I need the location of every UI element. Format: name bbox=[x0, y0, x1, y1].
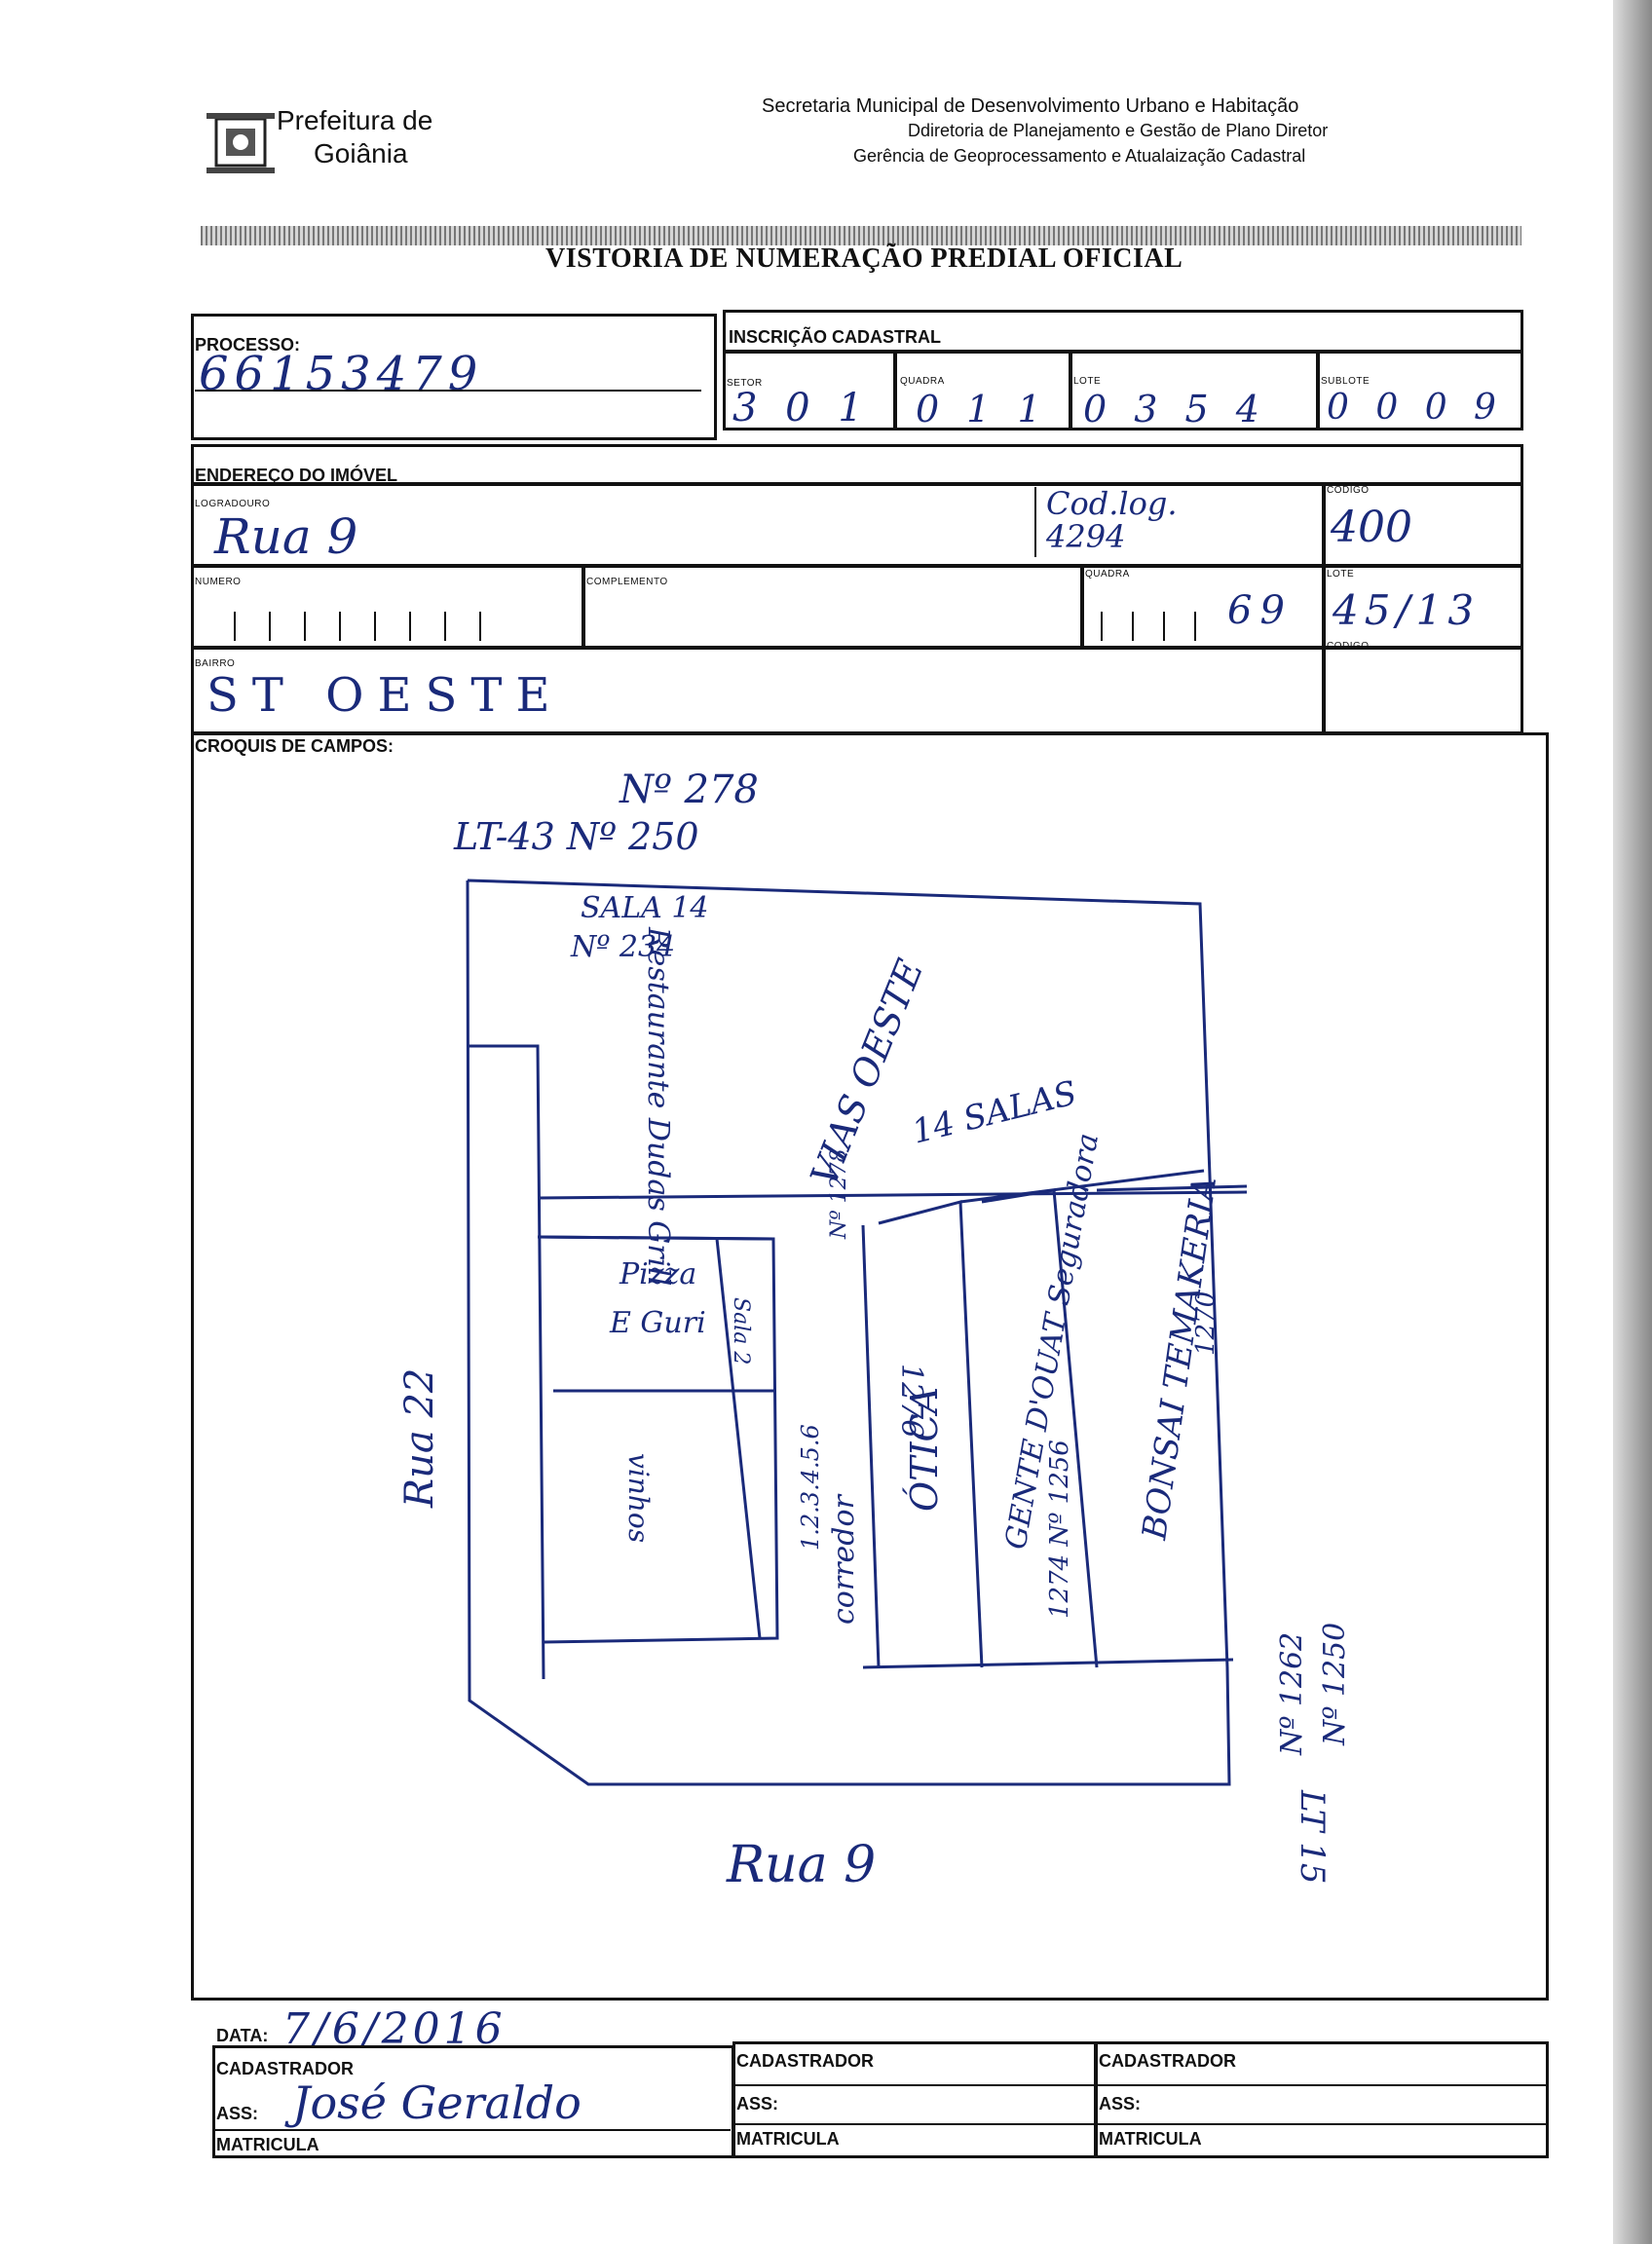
codigo2-box bbox=[1323, 647, 1523, 734]
quadra-label: QUADRA bbox=[900, 376, 945, 387]
bairro-value: ST OESTE bbox=[206, 668, 564, 723]
setor-label: SETOR bbox=[727, 378, 763, 389]
sublote-label: SUBLOTE bbox=[1321, 376, 1370, 387]
city-seal-logo bbox=[203, 107, 279, 179]
ass1-label: ASS: bbox=[216, 2104, 259, 2123]
numero-digit-ticks bbox=[234, 612, 507, 641]
complemento-label: COMPLEMENTO bbox=[586, 577, 668, 587]
cod-log-value: Cod.log. 4294 bbox=[1046, 485, 1178, 555]
processo-label: PROCESSO: bbox=[195, 335, 301, 355]
note-pizza: Pizza bbox=[619, 1257, 696, 1291]
quadra2-value: 69 bbox=[1227, 588, 1293, 633]
note-top2: LT-43 Nº 250 bbox=[453, 815, 699, 858]
note-n1250: Nº 1250 bbox=[1318, 1623, 1352, 1746]
codigo-label: CODIGO bbox=[1327, 485, 1370, 496]
block-outline bbox=[466, 879, 1231, 1786]
quadra-digit-ticks bbox=[1101, 612, 1218, 641]
dept-line1: Secretaria Municipal de Desenvolvimento … bbox=[762, 95, 1299, 117]
sublote-value: 0 0 0 9 bbox=[1327, 388, 1504, 428]
sublote-box bbox=[1317, 351, 1523, 430]
dept-line3: Gerência de Geoprocessamento e Atualaiza… bbox=[853, 146, 1306, 166]
note-n234: Nº 234 bbox=[570, 930, 675, 964]
scan-edge bbox=[1613, 0, 1652, 2244]
lote2-value: 45/13 bbox=[1333, 586, 1481, 634]
ass2-label: ASS: bbox=[736, 2094, 779, 2113]
bairro-label: BAIRRO bbox=[195, 658, 236, 669]
note-n1270: 1270 bbox=[1191, 1291, 1220, 1356]
note-vinhos: vinhos bbox=[622, 1453, 655, 1543]
endereco-label: ENDEREÇO DO IMÓVEL bbox=[195, 466, 398, 485]
croquis-box bbox=[191, 732, 1549, 2001]
note-corredor: corredor bbox=[827, 1493, 861, 1625]
codigo-value: 400 bbox=[1331, 503, 1412, 552]
note-top1: Nº 278 bbox=[619, 767, 759, 812]
cadastrador3-box bbox=[1095, 2041, 1549, 2158]
matricula1-label: MATRICULA bbox=[216, 2135, 319, 2154]
note-salas14: 14 SALAS bbox=[909, 1073, 1081, 1152]
matricula3-label: MATRICULA bbox=[1099, 2129, 1202, 2149]
codigo2-label: CODIGO bbox=[1327, 641, 1370, 652]
note-lt15: LT 15 bbox=[1293, 1789, 1332, 1885]
ass3-label: ASS: bbox=[1099, 2094, 1142, 2113]
signature: José Geraldo bbox=[292, 2076, 582, 2129]
note-bonsai: BONSAI TEMAKERIA bbox=[1135, 1174, 1224, 1543]
logradouro-value: Rua 9 bbox=[214, 508, 358, 565]
note-e-guri: E Guri bbox=[609, 1306, 706, 1340]
org-name-line2: Goiânia bbox=[314, 138, 408, 168]
cadastrador2-label: CADASTRADOR bbox=[736, 2051, 874, 2071]
corridor bbox=[861, 1224, 881, 1668]
quadra2-label: QUADRA bbox=[1085, 569, 1130, 580]
pizza-box bbox=[537, 1235, 779, 1644]
croquis-label: CROQUIS DE CAMPOS: bbox=[195, 736, 394, 756]
note-rua9: Rua 9 bbox=[726, 1836, 876, 1894]
dept-line2: Ddiretoria de Planejamento e Gestão de P… bbox=[908, 121, 1329, 140]
data-label: DATA: bbox=[216, 2026, 269, 2045]
note-n1262: Nº 1262 bbox=[1275, 1632, 1309, 1756]
note-n1274: 1274 Nº 1256 bbox=[1045, 1440, 1074, 1619]
inscricao-label: INSCRIÇÃO CADASTRAL bbox=[729, 327, 941, 347]
note-vias-oeste: VIAS OESTE bbox=[803, 954, 932, 1192]
org-name-line1: Prefeitura de bbox=[277, 105, 433, 135]
note-restaurante: Restaurante Dudas Grill bbox=[641, 926, 675, 1286]
cadastrador3-label: CADASTRADOR bbox=[1099, 2051, 1236, 2071]
lote-label: LOTE bbox=[1073, 376, 1102, 387]
matricula2-label: MATRICULA bbox=[736, 2129, 840, 2149]
note-nums: 1.2.3.4.5.6 bbox=[797, 1424, 824, 1551]
cadastrador1-label: CADASTRADOR bbox=[216, 2059, 354, 2078]
note-n1276: 1276 bbox=[894, 1364, 928, 1438]
lote-value: 0 3 5 4 bbox=[1083, 388, 1267, 430]
note-sala14: SALA 14 bbox=[581, 891, 709, 925]
site-sketch: Nº 278 LT-43 Nº 250 SALA 14 Nº 234 Resta… bbox=[397, 767, 1352, 1894]
note-otica: ÓTICA bbox=[903, 1387, 946, 1512]
left-strip bbox=[468, 1044, 545, 1680]
header-band bbox=[201, 226, 1521, 245]
processo-box bbox=[191, 314, 717, 440]
note-sala2: Sala 2 bbox=[729, 1297, 753, 1365]
numero-label: NUMERO bbox=[195, 577, 242, 587]
logradouro-label: LOGRADOURO bbox=[195, 499, 271, 509]
form-title: VISTORIA DE NUMERAÇÃO PREDIAL OFICIAL bbox=[545, 243, 1183, 274]
setor-value: 3 0 1 bbox=[732, 386, 871, 430]
note-rua22: Rua 22 bbox=[397, 1368, 442, 1509]
note-n1278: Nº 1278 bbox=[827, 1148, 851, 1240]
quadra-value: 0 1 1 bbox=[916, 388, 1049, 430]
lote2-label: LOTE bbox=[1327, 569, 1355, 580]
processo-value: 66153479 bbox=[199, 347, 484, 401]
